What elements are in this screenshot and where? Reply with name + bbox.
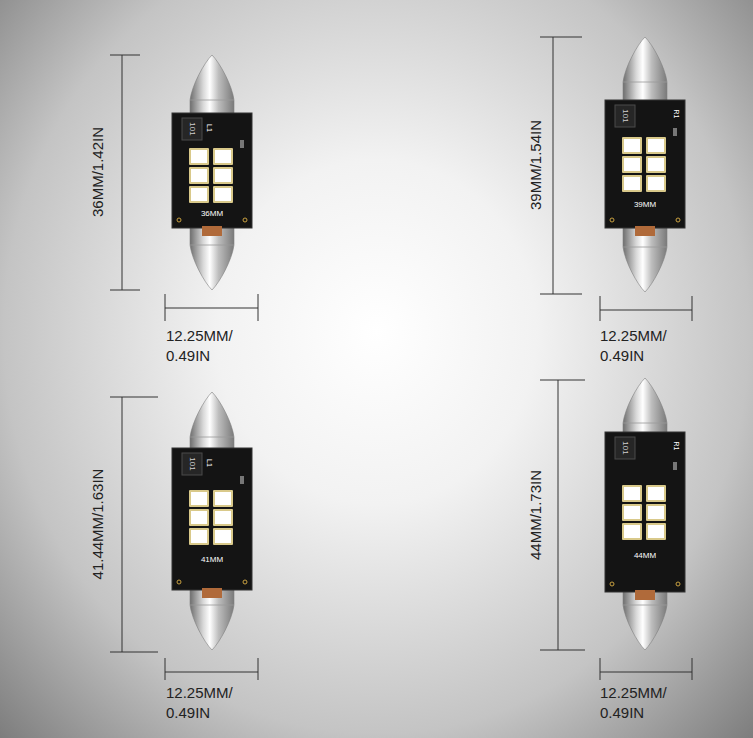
circuit-board (172, 448, 252, 590)
chip-marking: 101 (188, 457, 196, 470)
chip-marking: 101 (621, 109, 629, 122)
metal-cap (190, 55, 234, 119)
dimension-tick (258, 294, 259, 321)
dimension-tick (110, 652, 158, 653)
dimension-label: 44MM/1.73IN (528, 470, 543, 560)
dimension-tick (600, 658, 601, 680)
dimension-tick (540, 37, 582, 38)
metal-cap (190, 392, 234, 456)
copper-pad (202, 226, 222, 236)
chip-marking: 101 (621, 441, 629, 454)
board-marking: 36MM (201, 210, 223, 218)
dimension-tick (540, 294, 582, 295)
dimension-label: 39MM/1.54IN (528, 120, 543, 210)
metal-cap (623, 586, 667, 650)
dimension-tick (110, 290, 140, 291)
copper-pad (202, 588, 222, 598)
dimension-tick (692, 658, 693, 680)
metal-cap (190, 586, 234, 650)
chip (615, 105, 635, 127)
dimension-tick (600, 296, 601, 321)
smd-part (240, 476, 244, 484)
dimension-tick (110, 55, 140, 56)
component-label: L1 (206, 459, 213, 467)
chip (182, 453, 202, 475)
dimension-tick (540, 380, 585, 381)
dimension-label: 12.25MM/ 0.49IN (600, 683, 700, 722)
led-array (622, 485, 666, 540)
solder-dot (243, 580, 247, 584)
dimension-tick (165, 294, 166, 321)
board-marking: 41MM (201, 556, 223, 564)
led-array (189, 148, 233, 203)
dimension-line (122, 55, 123, 290)
dimension-line (600, 672, 692, 673)
metal-cap (190, 226, 234, 290)
festoon-bulb (172, 55, 252, 290)
smd-part (240, 140, 244, 148)
festoon-bulb (605, 378, 685, 650)
circuit-board (172, 113, 252, 228)
dimension-tick (692, 296, 693, 321)
dimension-line (553, 37, 554, 294)
solder-dot (676, 582, 680, 586)
dimension-tick (258, 658, 259, 680)
dimension-line (600, 310, 692, 311)
solder-dot (676, 218, 680, 222)
board-marking: 39MM (634, 201, 656, 209)
chip-marking: 101 (188, 122, 196, 135)
dimension-line (558, 380, 559, 650)
dimension-label: 12.25MM/ 0.49IN (166, 683, 266, 722)
component-label: L1 (206, 124, 213, 132)
board-marking: 44MM (634, 552, 656, 560)
festoon-bulb (605, 37, 685, 292)
led-array (189, 490, 233, 545)
chip (182, 118, 202, 140)
metal-cap (623, 228, 667, 292)
component-label: R1 (673, 110, 680, 119)
copper-pad (635, 590, 655, 600)
dimension-label: 36MM/1.42IN (90, 127, 105, 217)
festoon-bulb (172, 392, 252, 650)
dimension-line (165, 308, 258, 309)
led-array (622, 137, 666, 192)
circuit-board (605, 432, 685, 592)
dimension-line (165, 672, 258, 673)
dimension-tick (110, 397, 158, 398)
component-label: R1 (673, 442, 680, 451)
smd-part (673, 462, 677, 470)
dimension-label: 12.25MM/ 0.49IN (166, 326, 266, 365)
solder-dot (177, 218, 181, 222)
dimension-tick (165, 658, 166, 680)
solder-dot (243, 218, 247, 222)
copper-pad (635, 226, 655, 236)
dimension-line (122, 397, 123, 652)
chip (615, 437, 635, 459)
solder-dot (610, 218, 614, 222)
solder-dot (610, 582, 614, 586)
smd-part (673, 128, 677, 136)
dimension-tick (540, 650, 585, 651)
dimension-label: 41.44MM/1.63IN (90, 469, 105, 580)
solder-dot (177, 580, 181, 584)
circuit-board (605, 100, 685, 228)
metal-cap (623, 37, 667, 101)
dimension-label: 12.25MM/ 0.49IN (600, 326, 700, 365)
